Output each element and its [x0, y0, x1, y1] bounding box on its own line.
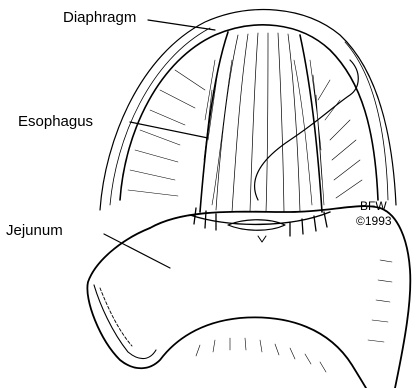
diaphragm-outline: [100, 10, 396, 210]
label-esophagus: Esophagus: [18, 113, 93, 130]
label-jejunum: Jejunum: [6, 222, 63, 239]
diaphragm-hatching: [128, 70, 362, 198]
artist-initials: BFW: [360, 199, 387, 213]
jejunum-loop: [87, 206, 410, 388]
suture-thread: [255, 60, 359, 200]
label-diaphragm: Diaphragm: [63, 9, 136, 26]
artist-year: ©1993: [356, 214, 392, 228]
esophagus-tube: [200, 32, 324, 212]
